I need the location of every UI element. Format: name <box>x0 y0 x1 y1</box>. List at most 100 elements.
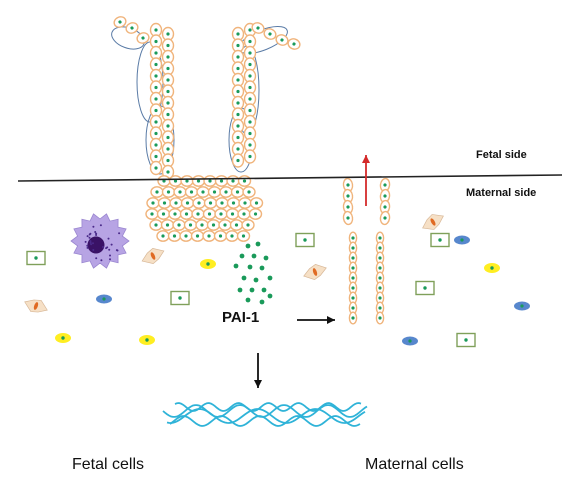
trophoblast-cell <box>161 186 176 198</box>
trophoblast-nucleus <box>231 179 235 183</box>
red-up-arrow <box>362 155 370 206</box>
trophoblast-cell <box>190 230 205 242</box>
trophoblast-cell <box>203 197 218 209</box>
trophoblast-cell <box>206 219 221 231</box>
pai-1-dot <box>263 255 269 261</box>
leukocyte-granule <box>105 247 108 250</box>
trophoblast-nucleus <box>207 234 211 238</box>
trophoblast-nucleus <box>236 66 240 71</box>
pai-1-dot <box>259 299 265 305</box>
trophoblast-nucleus <box>195 234 200 238</box>
trophoblast-nucleus <box>154 223 158 227</box>
trophoblast-cell <box>161 49 175 65</box>
trophoblast-nucleus <box>118 20 122 24</box>
trophoblast-cell <box>195 219 209 231</box>
trophoblast-cell <box>219 186 233 198</box>
trophoblast-nucleus <box>351 286 355 290</box>
trophoblast-nucleus <box>184 212 189 216</box>
trophoblast-cell <box>243 137 257 153</box>
trophoblast-cell <box>214 208 228 220</box>
trophoblast-cell <box>241 219 255 231</box>
decidual-cell-nucleus <box>34 256 38 260</box>
trophoblast-nucleus <box>173 212 177 216</box>
blue-cell-nucleus <box>408 339 412 343</box>
trophoblast-nucleus <box>248 131 252 136</box>
trophoblast-nucleus <box>207 212 212 216</box>
leukocyte-granule <box>102 246 104 248</box>
trophoblast-cell <box>156 208 171 220</box>
trophoblast-nucleus <box>247 190 251 194</box>
trophoblast-nucleus <box>256 26 260 30</box>
stromal-cell-nucleus <box>33 302 39 310</box>
trophoblast-cell <box>248 208 263 220</box>
trophoblast-nucleus <box>172 234 177 238</box>
leukocyte-granule <box>99 224 102 227</box>
trophoblast-nucleus <box>236 78 240 82</box>
leukocyte-granule <box>116 249 119 252</box>
trophoblast-nucleus <box>230 212 235 216</box>
trophoblast-nucleus <box>378 306 382 310</box>
trophoblast-nucleus <box>141 36 145 40</box>
trophoblast-cell <box>213 230 228 242</box>
trophoblast-cell <box>168 208 182 220</box>
maternal-cells-label: Maternal cells <box>365 456 464 473</box>
trophoblast-nucleus <box>185 201 190 205</box>
trophoblast-nucleus <box>154 62 158 67</box>
trophoblast-cells <box>113 16 391 325</box>
decidual-cell-nucleus <box>438 238 442 242</box>
trophoblast-nucleus <box>166 135 170 140</box>
trophoblast-nucleus <box>346 194 350 198</box>
trophoblast-cell <box>169 197 183 209</box>
trophoblast-cell <box>149 103 163 118</box>
trophoblast-nucleus <box>154 131 158 136</box>
trophoblast-nucleus <box>236 135 240 140</box>
trophoblast-cell <box>231 153 245 168</box>
leukocyte-granule <box>95 232 98 235</box>
trophoblast-nucleus <box>211 223 216 227</box>
trophoblast-nucleus <box>178 190 182 194</box>
trophoblast-nucleus <box>351 276 355 280</box>
trophoblast-nucleus <box>166 112 170 117</box>
trophoblast-nucleus <box>351 306 355 310</box>
trophoblast-cell <box>180 197 195 209</box>
trophoblast-nucleus <box>174 201 178 205</box>
leukocyte-granule <box>108 248 111 251</box>
trophoblast-nucleus <box>378 246 382 250</box>
stromal-cell <box>422 214 444 230</box>
trophoblast-nucleus <box>166 55 170 59</box>
trophoblast-cell <box>192 197 206 209</box>
trophoblast-cell <box>238 197 252 209</box>
trophoblast-cell <box>191 175 206 187</box>
blue-cell <box>96 294 112 304</box>
trophoblast-cell <box>146 197 160 209</box>
trophoblast-cell <box>348 261 358 275</box>
trophoblast-nucleus <box>166 147 170 151</box>
trophoblast-nucleus <box>351 266 355 270</box>
trophoblast-nucleus <box>188 223 193 227</box>
trophoblast-nucleus <box>248 97 252 101</box>
trophoblast-cell <box>207 186 222 198</box>
trophoblast-nucleus <box>212 190 217 194</box>
yellow-cell-nucleus <box>490 266 494 270</box>
trophoblast-cell <box>375 231 385 245</box>
trophoblast-nucleus <box>185 179 189 183</box>
stromal-cell <box>24 299 48 313</box>
pai-1-dot <box>245 297 251 303</box>
trophoblast-nucleus <box>200 223 204 227</box>
trophoblast-nucleus <box>268 32 272 36</box>
trophoblast-cell <box>379 199 391 215</box>
trophoblast-cell <box>231 26 245 42</box>
decidual-cell-nucleus <box>464 338 468 342</box>
leukocyte-granule <box>89 232 92 235</box>
trophoblast-nucleus <box>219 212 223 216</box>
trophoblast-nucleus <box>219 179 224 183</box>
villus-outlines <box>111 26 288 175</box>
trophoblast-nucleus <box>254 201 259 205</box>
leukocyte-granule <box>88 236 91 239</box>
trophoblast-nucleus <box>218 234 223 238</box>
leukocyte-granule <box>110 243 113 246</box>
decidual-cell <box>26 250 46 266</box>
fetal-maternal-boundary <box>17 174 563 182</box>
trophoblast-nucleus <box>248 85 252 90</box>
